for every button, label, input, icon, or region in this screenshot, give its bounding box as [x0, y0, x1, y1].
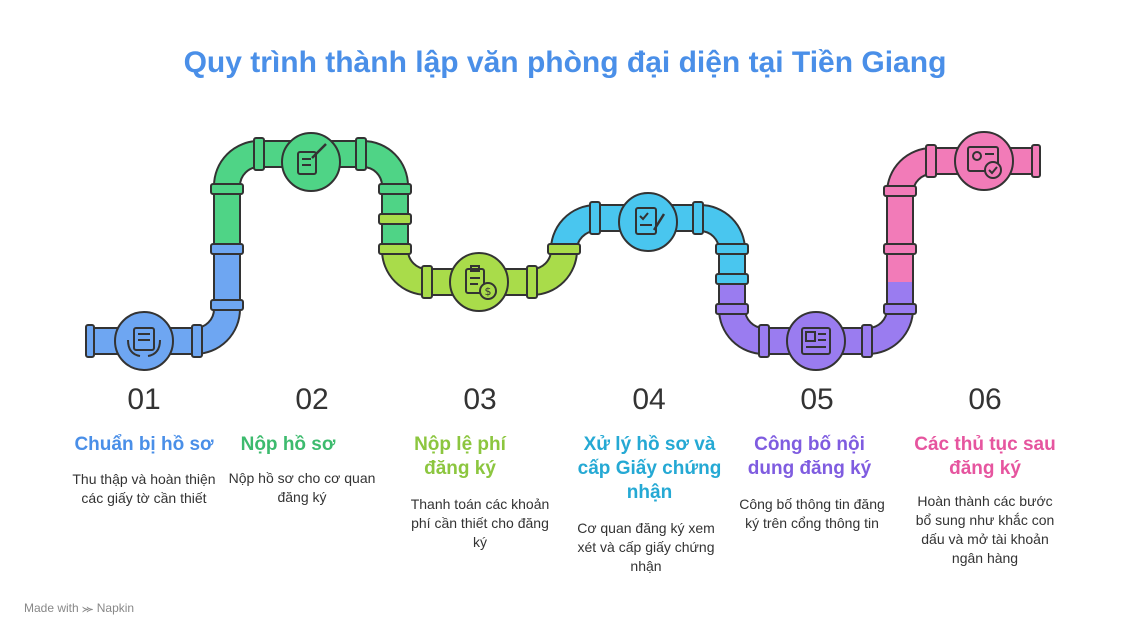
step-description: Hoàn thành các bước bổ sung như khắc con…	[915, 493, 1055, 566]
hands-document-icon	[114, 311, 174, 371]
footer-brand: Napkin	[96, 601, 135, 615]
step-description: Nộp hồ sơ cho cơ quan đăng ký	[228, 470, 376, 505]
page-title: Quy trình thành lập văn phòng đại diện t…	[183, 46, 947, 79]
svg-text:$: $	[485, 285, 492, 298]
step-number: 05	[800, 383, 834, 416]
clipboard-dollar-icon: $	[449, 252, 509, 312]
step-title: Các thủ tục sau đăng ký	[914, 434, 1056, 479]
step-number: 06	[968, 383, 1002, 416]
id-card-check-icon	[954, 131, 1014, 191]
step-number: 03	[463, 383, 497, 416]
footer-attribution: Made with ⪼ Napkin	[24, 601, 134, 616]
step-number: 01	[127, 383, 161, 416]
step-number: 04	[632, 383, 666, 416]
step-description: Cơ quan đăng ký xem xét và cấp giấy chứn…	[577, 520, 715, 574]
step-title: Xử lý hồ sơ và cấp Giấy chứng nhận	[577, 434, 722, 503]
step-title: Nộp hồ sơ	[240, 434, 336, 455]
newspaper-icon	[786, 311, 846, 371]
step-title: Nộp lệ phí đăng ký	[414, 434, 506, 479]
step-number: 02	[295, 383, 329, 416]
footer-made-with: Made with	[24, 601, 79, 615]
step-title: Công bố nội dung đăng ký	[747, 434, 872, 479]
step-description: Công bố thông tin đăng ký trên cổng thôn…	[739, 496, 885, 531]
step-description: Thu thập và hoàn thiện các giấy tờ cần t…	[72, 471, 216, 506]
napkin-logo-icon: ⪼	[82, 601, 94, 615]
document-check-icon	[618, 192, 678, 252]
document-pen-icon	[281, 132, 341, 192]
step-description: Thanh toán các khoản phí cần thiết cho đ…	[410, 496, 550, 550]
step-title: Chuẩn bị hồ sơ	[74, 434, 214, 455]
